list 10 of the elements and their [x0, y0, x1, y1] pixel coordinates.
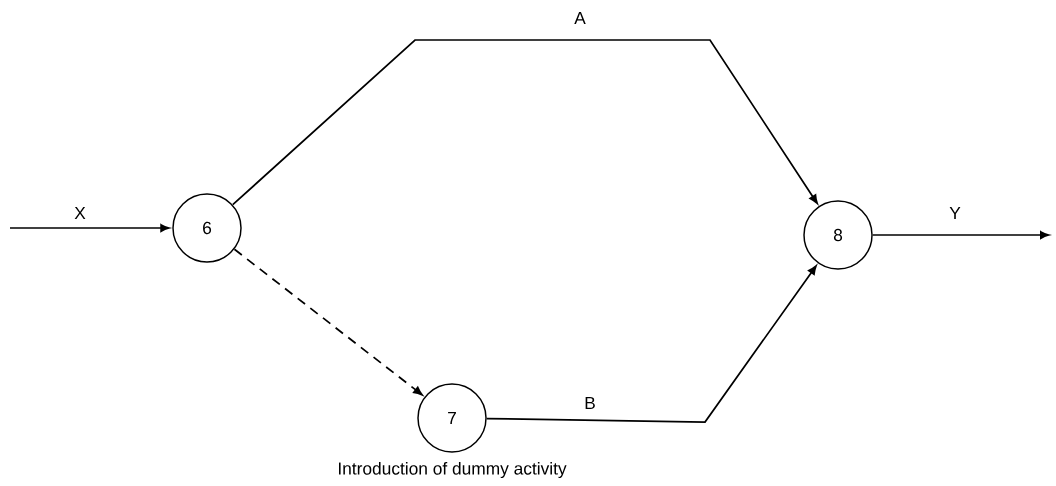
edge-label: X: [72, 205, 88, 221]
arrow: [485, 265, 817, 423]
caption: Introduction of dummy activity: [339, 461, 567, 479]
edge-label: Y: [947, 205, 963, 221]
dashed-arrow: [233, 248, 423, 396]
arrow: [871, 231, 1050, 239]
arrow: [9, 224, 170, 232]
arrow: [231, 39, 818, 206]
edge-label: B: [582, 395, 598, 411]
edge-label: A: [572, 10, 588, 26]
